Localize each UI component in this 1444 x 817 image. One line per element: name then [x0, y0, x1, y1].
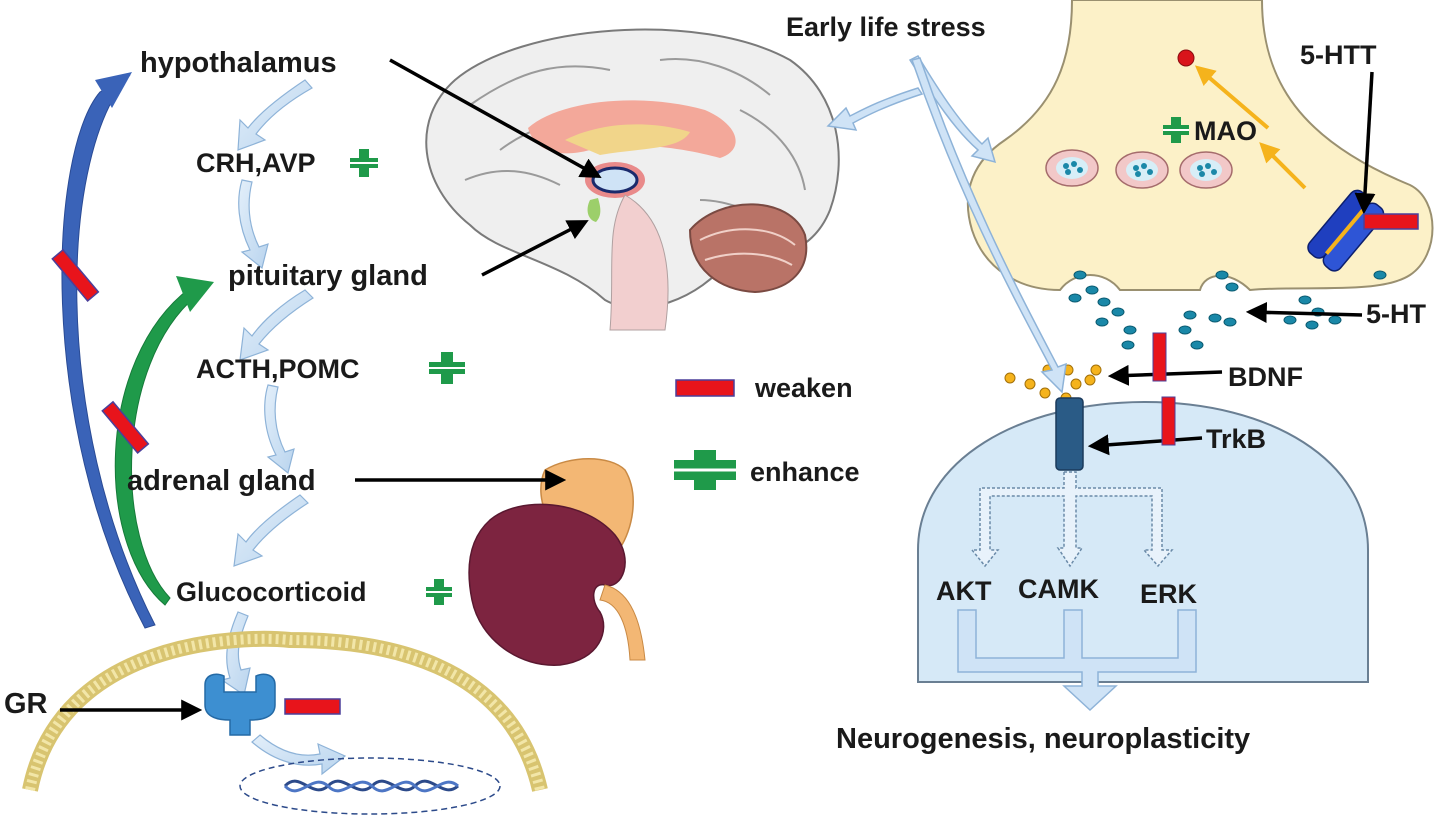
- synaptic-vesicle-2: [1115, 151, 1169, 189]
- gr-label: GR: [4, 688, 48, 720]
- kidney-adrenal-illustration: [355, 458, 646, 666]
- hypothalamus-label: hypothalamus: [140, 47, 337, 79]
- brain-illustration: [389, 28, 840, 331]
- positive-feedback-arc: [114, 287, 197, 606]
- 5ht-label: 5-HT: [1366, 299, 1427, 329]
- trkb-receptor: [1055, 397, 1084, 471]
- enhance-marker-glucocorticoid: [426, 579, 452, 605]
- camk-label: CAMK: [1018, 574, 1099, 604]
- acth-pomc-label: ACTH,POMC: [196, 354, 360, 384]
- weaken-marker-trkb: [1161, 396, 1176, 446]
- adrenal-label: adrenal gland: [127, 465, 316, 497]
- weaken-marker-bdnf: [1152, 332, 1167, 382]
- glucocorticoid-label: Glucocorticoid: [176, 577, 367, 607]
- enhance-marker-crh: [350, 149, 378, 177]
- negative-feedback-arc-tip: [95, 72, 132, 108]
- crh-avp-label: CRH,AVP: [196, 148, 316, 178]
- positive-feedback-arrowhead: [176, 276, 214, 312]
- akt-label: AKT: [936, 576, 992, 606]
- legend-enhance-swatch: [674, 450, 736, 490]
- outcome-label: Neurogenesis, neuroplasticity: [836, 723, 1250, 755]
- presynaptic-neuron: [966, 0, 1434, 292]
- weaken-marker-gr: [284, 698, 341, 715]
- legend-weaken-label: weaken: [754, 373, 853, 403]
- legend: weaken enhance: [674, 373, 860, 490]
- outcome-merge-arrow: [957, 609, 1197, 712]
- enhance-marker-acth: [429, 352, 465, 384]
- nucleus-outline: [239, 757, 501, 815]
- weaken-marker-arc-1: [51, 248, 100, 303]
- early-life-stress-label: Early life stress: [786, 12, 986, 42]
- bdnf-label: BDNF: [1228, 362, 1303, 392]
- synaptic-vesicle-1: [1045, 149, 1099, 187]
- synaptic-vesicle-3: [1179, 151, 1233, 189]
- pituitary-label: pituitary gland: [228, 260, 428, 292]
- hpa-flow-arrows: [220, 79, 347, 776]
- metabolite-dot: [1177, 49, 1195, 67]
- postsynaptic-neuron: [917, 397, 1369, 683]
- erk-label: ERK: [1140, 579, 1198, 609]
- legend-weaken-swatch: [675, 379, 735, 397]
- trkb-downstream-arrows: [970, 471, 1174, 568]
- hypothalamus-highlight: [591, 166, 639, 194]
- stress-arrows: [826, 55, 1067, 394]
- legend-enhance-label: enhance: [750, 457, 860, 487]
- weaken-marker-5htt: [1363, 213, 1419, 230]
- cell-membrane: [22, 630, 548, 815]
- trkb-label: TrkB: [1206, 424, 1266, 454]
- serotonin-molecules: [1068, 270, 1387, 350]
- gr-receptor: [204, 673, 276, 736]
- enhance-marker-mao: [1163, 117, 1189, 143]
- negative-feedback-arc: [61, 74, 156, 629]
- mao-label: MAO: [1194, 116, 1257, 146]
- 5htt-label: 5-HTT: [1300, 40, 1377, 70]
- weaken-marker-arc-2: [101, 400, 150, 455]
